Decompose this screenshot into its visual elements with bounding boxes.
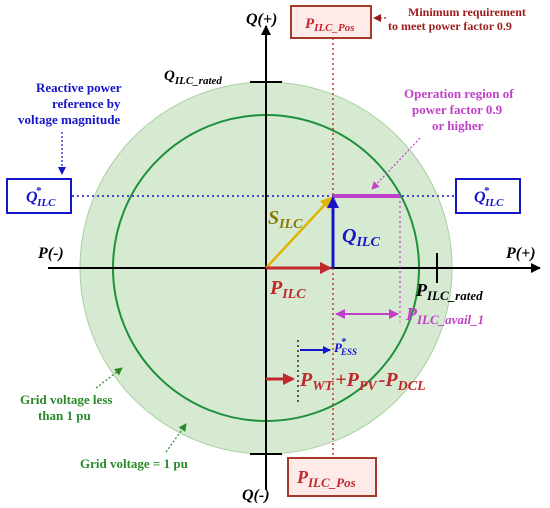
p-ess-label: P*ESS (334, 337, 357, 357)
s-ilc-vector (265, 196, 333, 269)
op-region-line3: or higher (432, 118, 484, 133)
grid-one-label: Grid voltage = 1 pu (80, 456, 188, 471)
grid-less-line2: than 1 pu (38, 408, 91, 423)
p-ilc-pos-bottom-box (287, 457, 377, 497)
q-ilc-label: QILC (342, 225, 380, 250)
s-ilc-label: SILC (268, 207, 303, 232)
min-requirement-line2: to meet power factor 0.9 (388, 19, 512, 33)
p-ilc-pos-top-text: PILC_Pos (305, 16, 355, 34)
p-avail-label: PILC_avail_1 (405, 304, 484, 327)
p-sum-label: PWT+PPV-PDCL (299, 369, 426, 394)
p-ilc-pos-top-box (290, 5, 372, 39)
q-rated-label: QILC_rated (164, 68, 222, 87)
q-ilc-ref-right-box (455, 178, 521, 214)
p-rated-label: PILC_rated (415, 280, 483, 303)
grid-less-arrow (95, 367, 123, 389)
grid-less-line1: Grid voltage less (20, 392, 112, 407)
p-neg-label: P(-) (37, 245, 64, 262)
p-pos-label: P(+) (505, 245, 536, 262)
min-requirement-line1: Minimum requirement (408, 5, 526, 19)
op-region-line2: power factor 0.9 (412, 102, 503, 117)
reactive-ref-line2: reference by (52, 96, 121, 111)
op-region-line1: Operation region of (404, 86, 514, 101)
grid-one-arrow (165, 423, 187, 453)
p-ilc-label: PILC (269, 277, 306, 302)
p-ilc-pos-bottom-text: PILC_Pos (296, 467, 356, 490)
q-ilc-ref-left-box (6, 178, 72, 214)
reactive-ref-line3: voltage magnitude (18, 112, 120, 127)
q-neg-label: Q(-) (242, 487, 270, 504)
q-ilc-ref-right-text: Q*ILC (474, 185, 504, 209)
q-pos-label: Q(+) (246, 11, 277, 28)
q-ilc-ref-left-text: Q*ILC (26, 185, 56, 209)
reactive-ref-line1: Reactive power (36, 80, 122, 95)
